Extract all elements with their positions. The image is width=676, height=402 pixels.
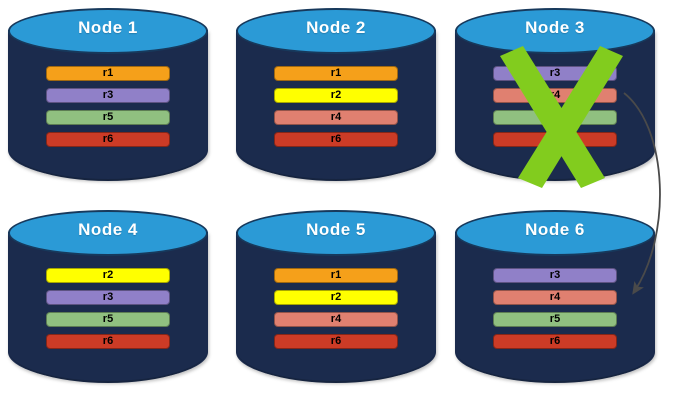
node-cylinder-4[interactable]: Node 4 r2 r3 r5 r6: [8, 210, 208, 390]
record-bar-r1[interactable]: r1: [46, 66, 170, 81]
record-bar-r1[interactable]: r1: [274, 66, 398, 81]
record-bar-r6[interactable]: r6: [493, 132, 617, 147]
record-bar-r6[interactable]: r6: [274, 132, 398, 147]
record-bar-r3[interactable]: r3: [493, 268, 617, 283]
record-list: r1 r2 r4 r6: [274, 66, 398, 154]
record-bar-r6[interactable]: r6: [274, 334, 398, 349]
node-cylinder-6[interactable]: Node 6 r3 r4 r5 r6: [455, 210, 655, 390]
record-bar-r4[interactable]: r4: [493, 290, 617, 305]
node-label: Node 6: [525, 220, 585, 239]
record-bar-r6[interactable]: r6: [46, 334, 170, 349]
node-label: Node 3: [525, 18, 585, 37]
cylinder-top-ellipse: [236, 210, 436, 256]
cylinder-top-ellipse: [8, 210, 208, 256]
node-label: Node 1: [78, 18, 138, 37]
node-cylinder-1[interactable]: Node 1 r1 r3 r5 r6: [8, 8, 208, 188]
record-bar-r5[interactable]: r5: [493, 312, 617, 327]
cylinder-body: [455, 232, 655, 383]
cylinder-body: [236, 30, 436, 181]
record-bar-r5[interactable]: r5: [46, 312, 170, 327]
node-label: Node 5: [306, 220, 366, 239]
cylinder-body: [236, 232, 436, 383]
record-bar-r1[interactable]: r1: [274, 268, 398, 283]
record-bar-r3[interactable]: r3: [46, 290, 170, 305]
cylinder-body: [8, 232, 208, 383]
record-bar-r4[interactable]: r4: [274, 110, 398, 125]
record-list: r1 r2 r4 r6: [274, 268, 398, 356]
node-cylinder-3[interactable]: Node 3 r3 r4 r5 r6: [455, 8, 655, 188]
node-label: Node 4: [78, 220, 138, 239]
record-bar-r4[interactable]: r4: [493, 88, 617, 103]
node-cylinder-5[interactable]: Node 5 r1 r2 r4 r6: [236, 210, 436, 390]
record-bar-r3[interactable]: r3: [46, 88, 170, 103]
record-list: r2 r3 r5 r6: [46, 268, 170, 356]
record-bar-r2[interactable]: r2: [274, 290, 398, 305]
record-bar-r6[interactable]: r6: [46, 132, 170, 147]
record-bar-r2[interactable]: r2: [46, 268, 170, 283]
record-bar-r6[interactable]: r6: [493, 334, 617, 349]
record-bar-r2[interactable]: r2: [274, 88, 398, 103]
record-list: r3 r4 r5 r6: [493, 66, 617, 154]
record-bar-r3[interactable]: r3: [493, 66, 617, 81]
node-cylinder-2[interactable]: Node 2 r1 r2 r4 r6: [236, 8, 436, 188]
node-label: Node 2: [306, 18, 366, 37]
cylinder-top-ellipse: [236, 8, 436, 54]
record-list: r1 r3 r5 r6: [46, 66, 170, 154]
record-bar-r5[interactable]: r5: [493, 110, 617, 125]
cylinder-top-ellipse: [455, 210, 655, 256]
record-list: r3 r4 r5 r6: [493, 268, 617, 356]
cylinder-body: [8, 30, 208, 181]
record-bar-r4[interactable]: r4: [274, 312, 398, 327]
cylinder-top-ellipse: [8, 8, 208, 54]
record-bar-r5[interactable]: r5: [46, 110, 170, 125]
